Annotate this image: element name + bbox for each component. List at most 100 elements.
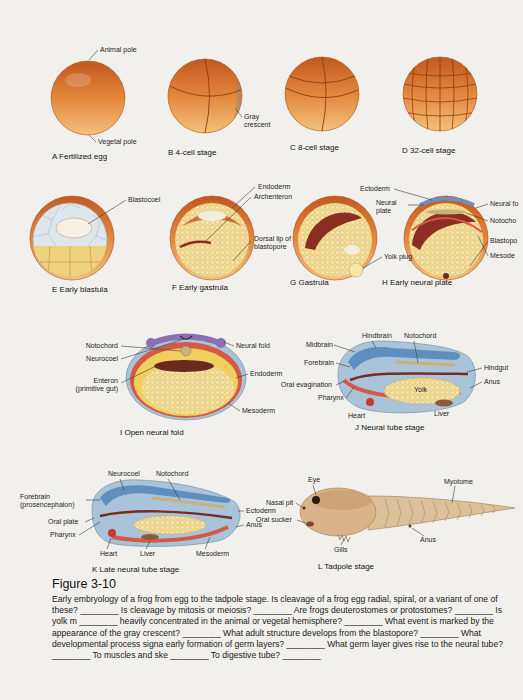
four-cell-egg	[170, 86, 241, 96]
stage-caption: C 8-cell stage	[290, 143, 339, 152]
late-neural-tube-section	[100, 511, 232, 518]
late-neural-tube-section	[141, 534, 159, 540]
four-cell-egg	[168, 59, 242, 133]
leader-lines	[452, 486, 455, 503]
leader-lines	[236, 374, 248, 378]
leader-lines	[336, 381, 345, 385]
open-neural-fold-section	[181, 346, 191, 356]
part-label: Dorsal lip of blastopore	[254, 235, 294, 251]
part-label: Myotome	[444, 478, 473, 486]
part-label: Oral plate	[48, 518, 78, 526]
early-blastula	[30, 196, 114, 280]
leader-lines	[146, 541, 150, 549]
neural-tube-stage-section	[348, 347, 460, 370]
leader-lines	[121, 339, 184, 359]
early-neural-plate	[412, 218, 482, 232]
thirty-two-cell-egg	[403, 72, 477, 76]
eight-cell-egg	[285, 57, 359, 131]
leader-lines	[412, 528, 424, 536]
tadpole	[303, 507, 306, 510]
tadpole	[300, 488, 515, 542]
stage-caption: G Gastrula	[290, 278, 329, 287]
early-neural-plate	[409, 203, 483, 277]
leader-lines	[228, 403, 240, 411]
early-blastula	[30, 196, 114, 280]
early-gastrula	[170, 196, 254, 280]
open-neural-fold-section	[130, 342, 242, 418]
early-blastula	[92, 214, 106, 240]
leader-lines	[296, 503, 302, 507]
gastrula	[349, 263, 363, 277]
thirty-two-cell-egg	[403, 112, 477, 116]
leader-lines	[478, 236, 488, 256]
part-label: Neural fo	[490, 200, 518, 208]
late-neural-tube-section	[92, 480, 240, 547]
tadpole	[312, 496, 320, 504]
part-label: Yolk plug	[384, 253, 412, 261]
open-neural-fold-section	[126, 336, 246, 420]
early-blastula	[48, 234, 56, 246]
early-blastula	[36, 214, 52, 236]
early-blastula	[56, 218, 92, 238]
leader-lines	[334, 345, 355, 352]
leader-lines	[205, 537, 210, 549]
tadpole	[397, 499, 401, 526]
leader-lines	[363, 257, 382, 268]
early-blastula	[88, 236, 96, 246]
leader-lines	[121, 346, 181, 351]
leader-lines	[233, 241, 251, 261]
part-label: Animal pole	[100, 46, 137, 54]
open-neural-fold-section	[134, 348, 238, 416]
leader-lines	[86, 500, 100, 501]
early-neural-plate	[404, 196, 488, 280]
stage-caption: K Late neural tube stage	[92, 565, 179, 574]
leader-lines	[470, 382, 482, 388]
early-blastula	[90, 246, 92, 280]
neural-tube-stage-section	[338, 341, 475, 413]
leader-lines	[89, 135, 96, 142]
eight-cell-egg	[289, 76, 355, 83]
early-blastula	[48, 246, 50, 280]
part-label: Anus	[420, 536, 436, 544]
tadpole	[409, 500, 413, 525]
part-label: Archenteron	[254, 193, 292, 201]
leader-lines	[372, 341, 376, 348]
part-label: Endoderm	[258, 183, 290, 191]
thirty-two-cell-egg	[452, 57, 454, 131]
neural-tube-stage-section	[350, 373, 468, 380]
early-neural-plate	[426, 210, 466, 215]
thirty-two-cell-egg	[440, 57, 441, 131]
part-label: Notochord	[86, 342, 118, 350]
thirty-two-cell-egg	[403, 57, 477, 131]
part-label: Anus	[246, 521, 262, 529]
late-neural-tube-section	[92, 480, 240, 547]
leader-lines	[88, 200, 126, 224]
eight-cell-egg	[286, 88, 358, 98]
leader-lines	[235, 108, 242, 117]
part-label: Endoderm	[250, 370, 282, 378]
neural-tube-stage-section	[338, 341, 475, 413]
early-gastrula	[180, 242, 211, 247]
part-label: Forebrain	[304, 359, 334, 367]
leader-lines	[79, 522, 100, 535]
late-neural-tube-section	[100, 485, 230, 506]
leader-lines	[313, 485, 316, 495]
leader-lines	[107, 538, 111, 549]
fertilized-egg	[51, 61, 125, 135]
leader-lines	[168, 479, 180, 500]
neural-tube-stage-section	[435, 400, 453, 407]
early-blastula	[52, 206, 60, 220]
tadpole	[300, 488, 376, 536]
leader-lines	[336, 363, 350, 367]
open-neural-fold-section	[146, 338, 156, 348]
gastrula	[298, 203, 372, 277]
open-neural-fold-section	[154, 360, 214, 372]
part-label: Midbrain	[306, 341, 333, 349]
part-label: Neural plate	[376, 199, 408, 215]
leader-lines	[476, 204, 488, 208]
part-label: Heart	[348, 412, 365, 420]
thirty-two-cell-egg	[464, 57, 468, 131]
stage-caption: F Early gastrula	[172, 283, 228, 292]
open-neural-fold-section	[126, 336, 246, 420]
fertilized-egg	[65, 73, 91, 87]
